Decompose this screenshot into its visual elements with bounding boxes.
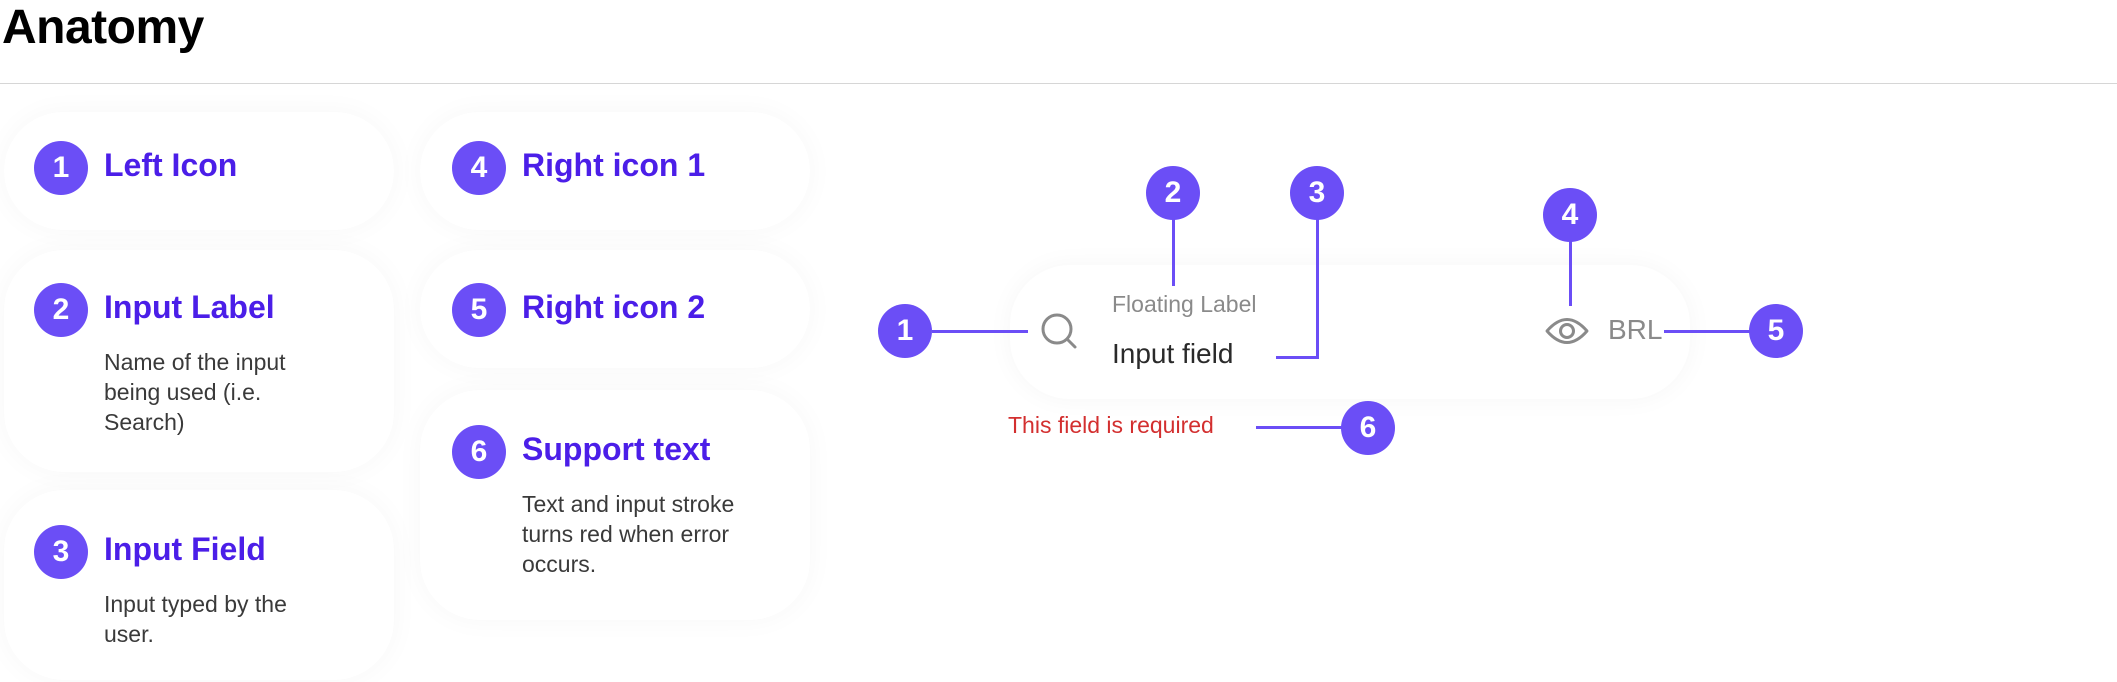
legend-number-badge: 3	[34, 525, 88, 579]
currency-suffix: BRL	[1608, 314, 1663, 345]
legend-item-title: Right icon 1	[522, 147, 706, 183]
callout-line-1	[932, 330, 1028, 333]
eye-icon[interactable]	[1544, 312, 1590, 350]
callout-line-3-horizontal	[1276, 356, 1319, 359]
legend-item-title: Input Label	[104, 289, 275, 325]
support-error-text: This field is required	[1008, 412, 1214, 438]
legend-item-description: Text and input stroke turns red when err…	[522, 491, 735, 577]
floating-label: Floating Label	[1112, 291, 1257, 317]
header-divider	[0, 83, 2117, 84]
callout-badge-5: 5	[1749, 304, 1803, 358]
legend-number-badge: 5	[452, 283, 506, 337]
callout-line-2	[1172, 218, 1175, 286]
search-icon	[1041, 313, 1077, 349]
page-title: Anatomy	[2, 1, 204, 54]
legend-card-3	[4, 490, 394, 680]
legend-item-description: Input typed by the user.	[104, 591, 287, 647]
callout-line-5	[1664, 330, 1754, 333]
legend-item-title: Support text	[522, 431, 711, 467]
callout-badge-2: 2	[1146, 166, 1200, 220]
callout-line-4	[1569, 240, 1572, 306]
callout-badge-3: 3	[1290, 166, 1344, 220]
legend-number-badge: 1	[34, 141, 88, 195]
text-input-example[interactable]	[1010, 265, 1690, 399]
legend-number-badge: 4	[452, 141, 506, 195]
callout-badge-6: 6	[1341, 401, 1395, 455]
input-field-value[interactable]: Input field	[1112, 338, 1234, 369]
legend-number-badge: 2	[34, 283, 88, 337]
legend-item-title: Right icon 2	[522, 289, 706, 325]
legend-item-title: Input Field	[104, 531, 266, 567]
legend-number-badge: 6	[452, 425, 506, 479]
callout-line-3-vertical	[1316, 218, 1319, 359]
callout-line-6	[1256, 426, 1344, 429]
legend-item-description: Name of the input being used (i.e. Searc…	[104, 349, 286, 435]
callout-badge-4: 4	[1543, 188, 1597, 242]
callout-badge-1: 1	[878, 304, 932, 358]
legend-item-title: Left Icon	[104, 147, 238, 183]
